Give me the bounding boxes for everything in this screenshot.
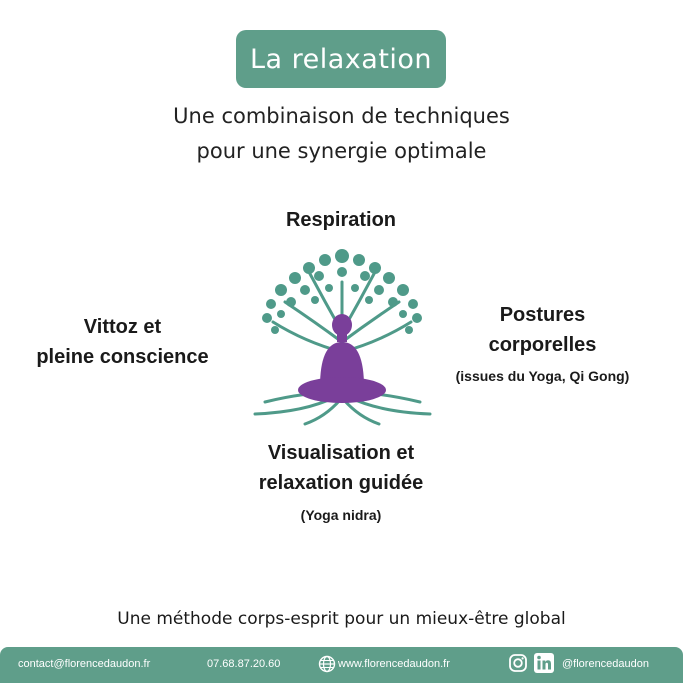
tagline: Une méthode corps-esprit pour un mieux-ê… [117, 609, 566, 629]
subtitle-line-1: Une combinaison de techniques [173, 104, 510, 128]
subtitle-line-2: pour une synergie optimale [196, 139, 487, 163]
label-vittoz-line-1: Vittoz et [83, 316, 162, 338]
footer-phone: 07.68.87.20.60 [207, 658, 281, 670]
tree-meditation-icon [253, 249, 432, 426]
label-vittoz-line-2: pleine conscience [36, 346, 209, 368]
footer-email-link[interactable]: contact@florencedaudon.fr [18, 658, 151, 670]
page-title: La relaxation [236, 30, 446, 88]
footer-social-handle: @florencedaudon [562, 658, 650, 670]
linkedin-icon[interactable] [533, 652, 555, 674]
footer-bar: contact@florencedaudon.fr 07.68.87.20.60… [0, 647, 683, 683]
label-postures-line-1: Postures [499, 304, 586, 326]
label-vittoz: Vittoz et pleine conscience [10, 312, 235, 372]
label-visualisation: Visualisation et relaxation guidée [216, 438, 466, 498]
globe-icon [318, 655, 336, 673]
label-postures: Postures corporelles [430, 300, 655, 360]
footer-website-link[interactable]: www.florencedaudon.fr [338, 658, 450, 670]
instagram-icon[interactable] [508, 653, 528, 673]
label-visualisation-line-2: relaxation guidée [258, 472, 424, 494]
label-visualisation-line-1: Visualisation et [267, 442, 415, 464]
label-visualisation-note: (Yoga nidra) [300, 507, 382, 523]
label-respiration: Respiration [285, 209, 397, 231]
label-postures-note: (issues du Yoga, Qi Gong) [455, 368, 630, 384]
label-postures-line-2: corporelles [488, 334, 597, 356]
